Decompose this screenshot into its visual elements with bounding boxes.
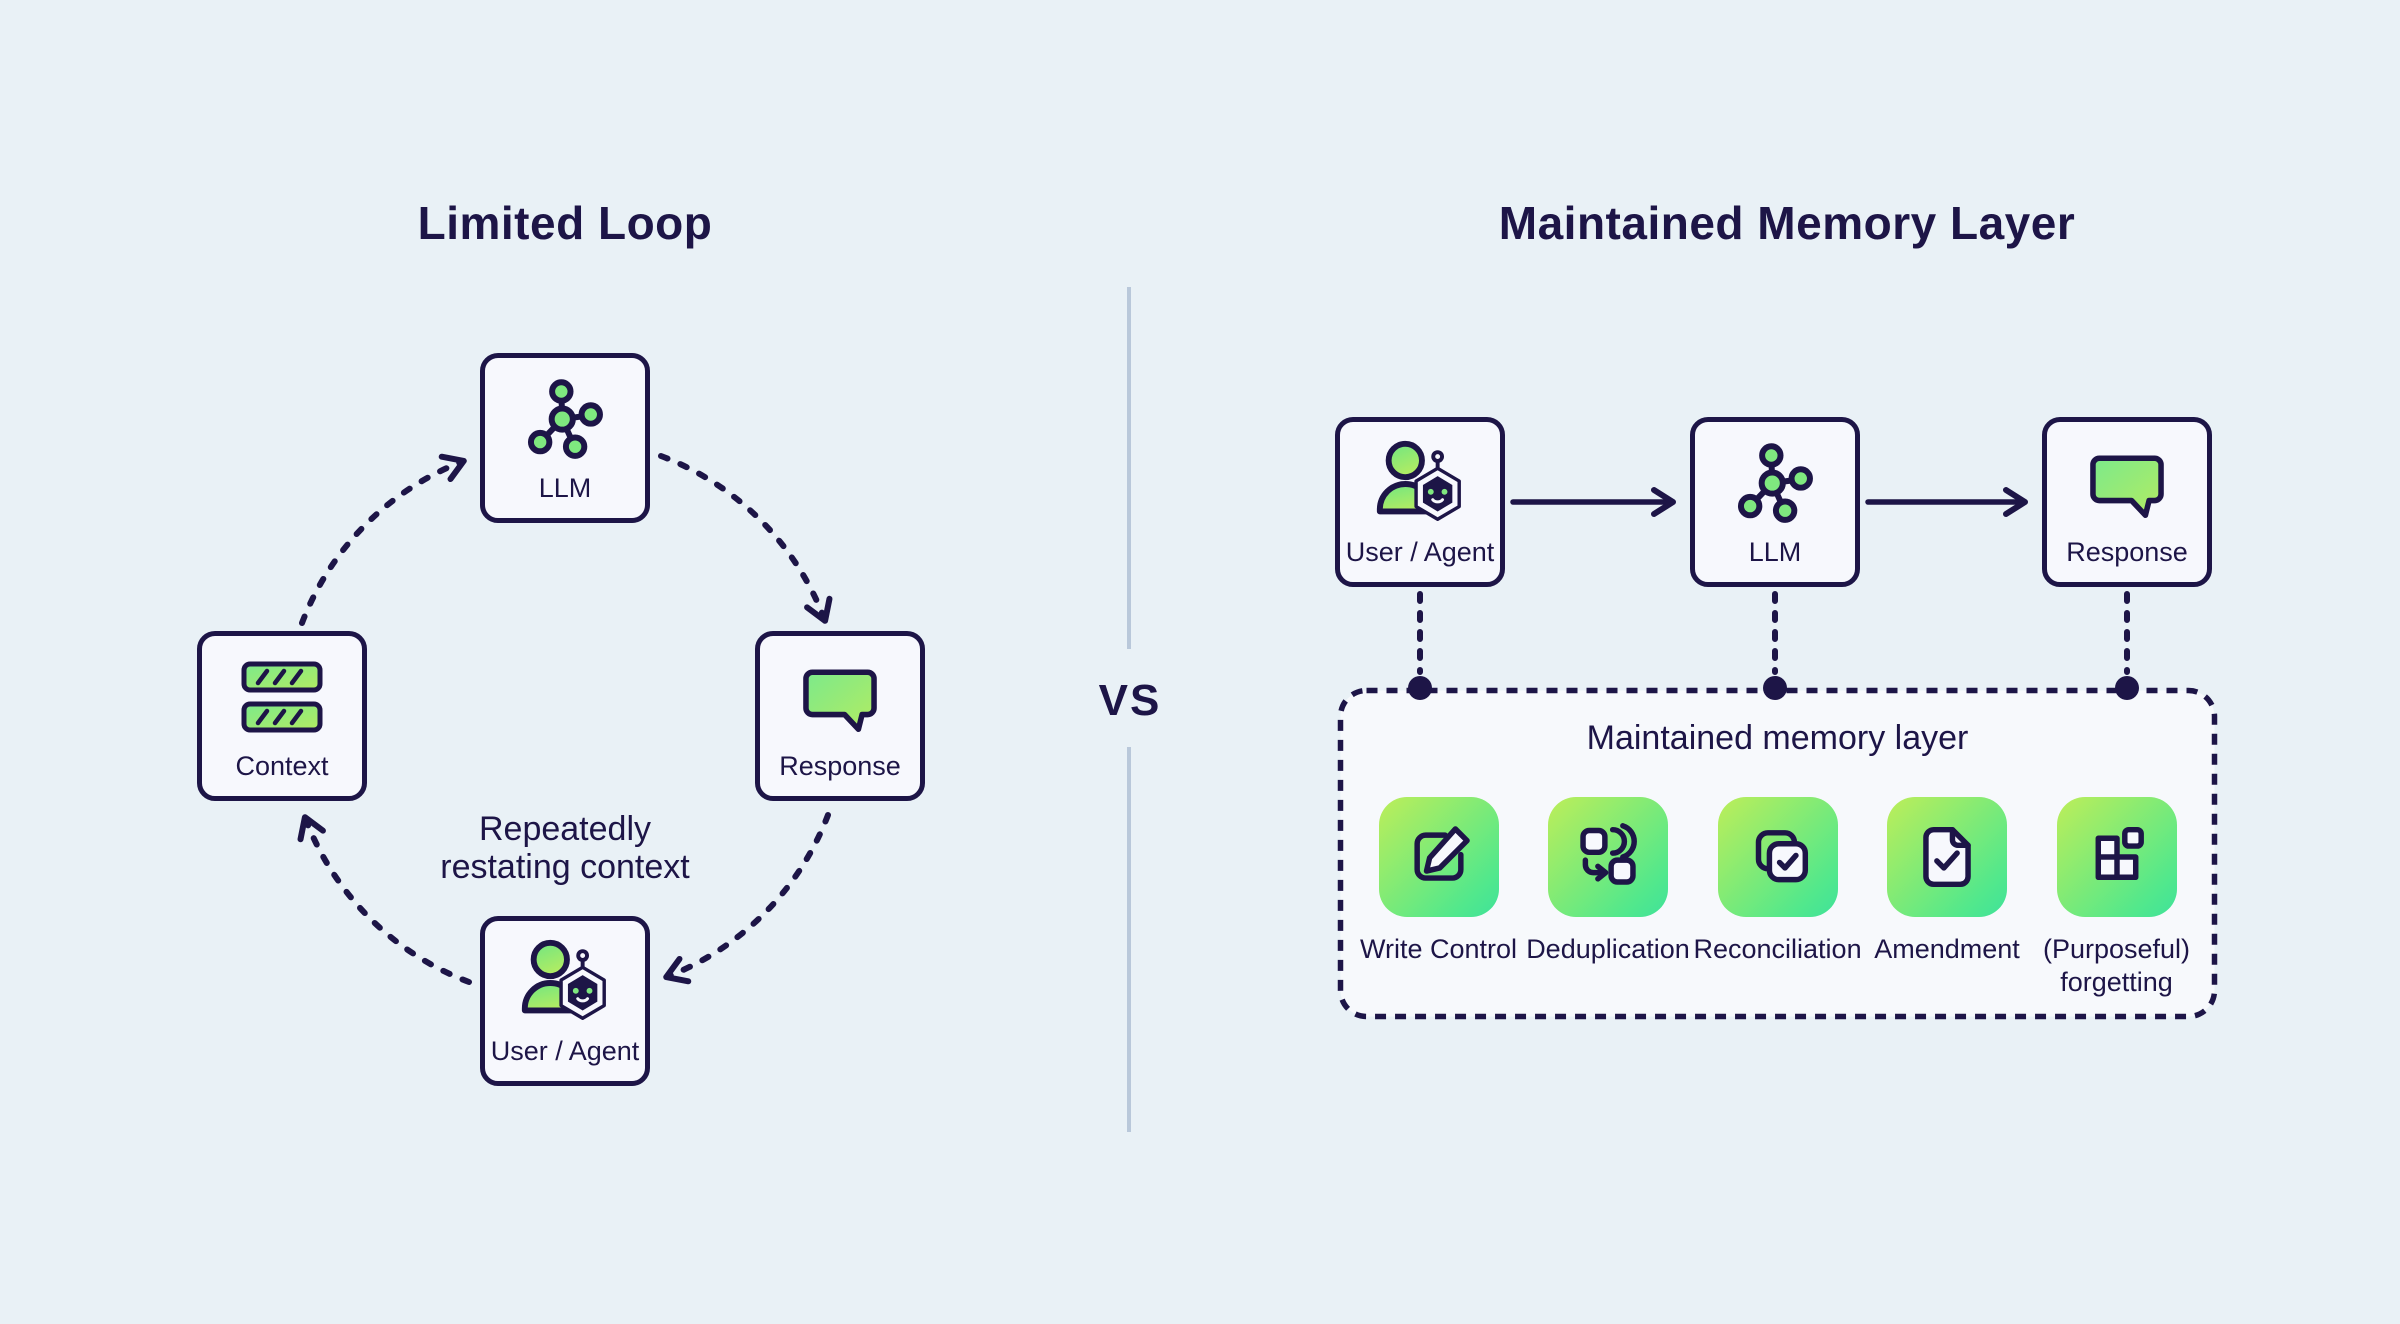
arc-llm-to-response	[658, 453, 833, 624]
left-response-node: Response	[755, 631, 925, 801]
user-robot-icon	[1371, 422, 1469, 537]
feature-reconciliation: Reconciliation	[1694, 797, 1862, 999]
feature-label: Amendment	[1874, 934, 2020, 964]
feature-deduplication: Deduplication	[1524, 797, 1692, 999]
write-control-icon	[1378, 797, 1499, 917]
memory-box-title: Maintained memory layer	[1586, 719, 1969, 757]
left-panel-title: Limited Loop	[417, 197, 713, 249]
left-context-node: Context	[197, 631, 367, 801]
right-llm-node: LLM	[1690, 417, 1860, 587]
loop-caption: Repeatedly restating context	[315, 810, 815, 886]
chat-bubble-icon	[2081, 422, 2173, 537]
node-label: User / Agent	[490, 1036, 640, 1066]
network-icon	[519, 358, 611, 473]
maintained-memory-layer-box: Maintained memory layer Write Control	[1337, 687, 2218, 1020]
memory-feature-row: Write Control Deduplication	[1353, 797, 2203, 999]
feature-label: Deduplication	[1526, 934, 1690, 964]
purposeful-forgetting-icon	[2056, 797, 2177, 917]
caption-line-1: Repeatedly	[478, 810, 651, 848]
feature-amendment: Amendment	[1863, 797, 2031, 999]
right-response-node: Response	[2042, 417, 2212, 587]
left-user-agent-node: User / Agent	[480, 916, 650, 1086]
deduplication-icon	[1548, 797, 1668, 917]
node-label: Response	[779, 751, 901, 781]
node-label: LLM	[538, 473, 592, 503]
node-label: Response	[2066, 537, 2188, 567]
reconciliation-icon	[1717, 797, 1838, 917]
feature-write-control: Write Control	[1355, 797, 1523, 999]
feature-purposeful-forgetting: (Purposeful) forgetting	[2033, 797, 2201, 999]
feature-label: (Purposeful) forgetting	[2042, 934, 2191, 997]
node-label: User / Agent	[1345, 537, 1495, 567]
amendment-icon	[1887, 797, 2007, 917]
node-label: LLM	[1748, 537, 1802, 567]
node-label: Context	[235, 751, 329, 781]
right-panel-title: Maintained Memory Layer	[1498, 197, 2076, 249]
caption-line-2: restating context	[440, 848, 690, 886]
left-llm-node: LLM	[480, 353, 650, 523]
stacked-context-bars-icon	[232, 636, 332, 751]
user-robot-icon	[516, 921, 614, 1036]
vs-label: VS	[1098, 676, 1162, 725]
feature-label: Reconciliation	[1693, 934, 1862, 964]
arc-context-to-llm	[299, 453, 467, 626]
feature-label: Write Control	[1359, 934, 1518, 964]
right-user-agent-node: User / Agent	[1335, 417, 1505, 587]
divider-line-top	[1127, 287, 1131, 649]
divider-line-bottom	[1127, 747, 1131, 1132]
chat-bubble-icon	[794, 636, 886, 751]
network-icon	[1729, 422, 1821, 537]
